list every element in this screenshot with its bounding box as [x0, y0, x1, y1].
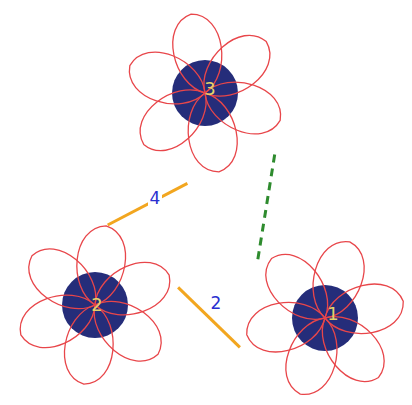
petal: [17, 237, 110, 324]
petal: [320, 278, 408, 342]
flower-node: 1: [240, 233, 410, 403]
petal: [302, 234, 372, 325]
petal: [190, 23, 282, 111]
edge-weight: 2: [209, 295, 224, 312]
flower-center: [172, 60, 238, 126]
petal: [122, 43, 214, 116]
petal: [197, 70, 289, 143]
edge-weight: 4: [148, 190, 163, 207]
petal: [254, 242, 343, 334]
node-number: 3: [204, 80, 215, 98]
edge-line: [108, 183, 188, 225]
node-number: 2: [91, 296, 102, 314]
petal: [80, 286, 173, 373]
petal: [60, 302, 119, 388]
edge-line: [178, 287, 240, 347]
flower-node: 2: [10, 220, 180, 390]
petal: [307, 302, 396, 394]
flower-center: [62, 272, 128, 338]
petal: [12, 283, 104, 358]
edge-line: [258, 155, 275, 260]
petal: [277, 311, 347, 402]
petal: [242, 295, 330, 359]
node-number: 1: [327, 305, 338, 323]
flower-node: 3: [120, 8, 290, 178]
petal: [86, 253, 178, 328]
flower-shape: [240, 233, 410, 403]
petal: [128, 75, 220, 163]
